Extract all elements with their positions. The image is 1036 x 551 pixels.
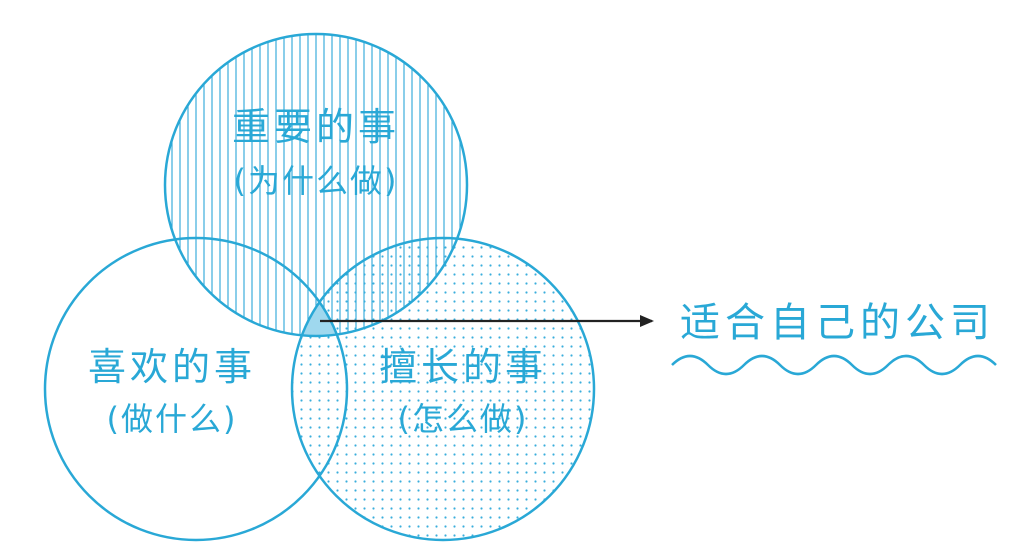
- good-at-circle-fill: [292, 238, 594, 540]
- like-title: 喜欢的事: [88, 345, 256, 389]
- important-circle: [163, 32, 469, 338]
- important-title: 重要的事: [232, 105, 400, 149]
- like-subtitle: (做什么): [107, 400, 238, 438]
- good-at-circle: [290, 236, 596, 542]
- important-subtitle: (为什么做): [234, 162, 399, 200]
- result-wavy-underline: [671, 354, 997, 376]
- result-label: 适合自己的公司: [680, 300, 995, 346]
- like-circle: [43, 236, 349, 542]
- good-at-title: 擅长的事: [379, 345, 547, 389]
- good-at-subtitle: (怎么做): [398, 400, 529, 438]
